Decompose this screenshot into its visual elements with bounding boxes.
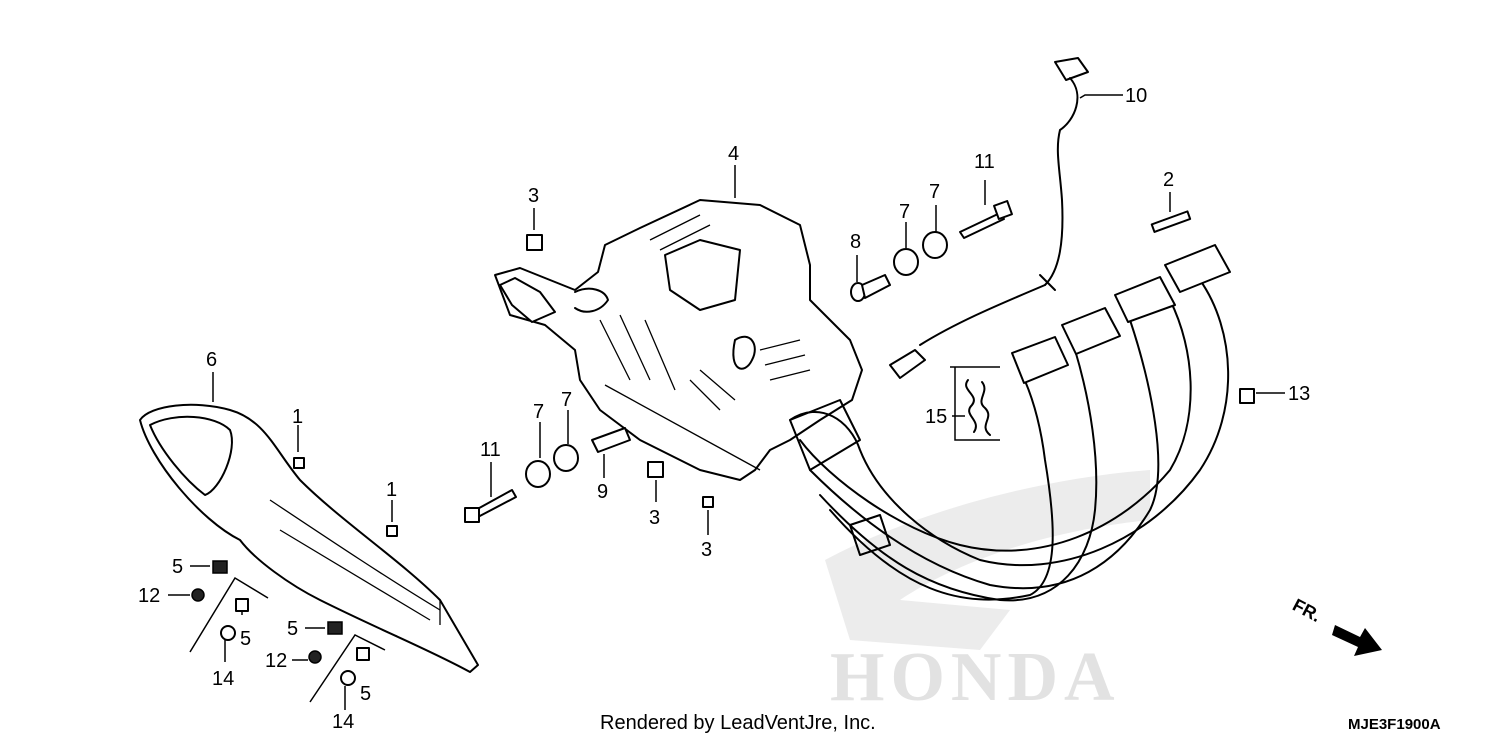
part-12-screw-b <box>308 650 322 664</box>
part-15-clamp <box>965 379 991 436</box>
heat-shield-bracket-line-b <box>309 634 386 703</box>
callout-10: 10 <box>1125 85 1147 107</box>
part-3-nut-low <box>702 496 714 508</box>
part-7-rubber-upper-a <box>922 231 948 259</box>
part-11-bolt-upper-head <box>993 200 1013 220</box>
callout-5-a: 5 <box>172 556 183 578</box>
rendered-by-credit: Rendered by LeadVentJre, Inc. <box>600 712 876 734</box>
callout-3-low: 3 <box>701 539 712 561</box>
callout-5-c: 5 <box>287 618 298 640</box>
part-5-grommet-d <box>356 647 370 661</box>
part-5-grommet-c <box>235 598 249 612</box>
callout-15: 15 <box>925 406 947 428</box>
part-5-grommet-b <box>327 621 343 635</box>
callout-labels: 10 11 7 7 8 2 4 3 6 1 1 13 15 11 7 7 9 3… <box>138 85 1310 733</box>
part-1-clip-a <box>293 457 305 469</box>
callout-1-a: 1 <box>292 406 303 428</box>
honda-watermark-text: HONDA <box>830 639 1121 716</box>
leader-lines <box>168 94 1285 710</box>
part-14-nut-b <box>340 670 356 686</box>
callout-7-upper-b: 7 <box>899 201 910 223</box>
part-muffler-chamber <box>494 199 863 481</box>
part-14-nut-a <box>220 625 236 641</box>
part-7-rubber-upper-b <box>893 248 919 276</box>
callout-8: 8 <box>850 231 861 253</box>
part-9-bolt <box>591 427 631 453</box>
part-exhaust-headers <box>789 244 1231 602</box>
callout-12-b: 12 <box>265 650 287 672</box>
part-2-gasket <box>1150 210 1192 233</box>
callout-7-lower-a: 7 <box>533 401 544 423</box>
honda-watermark: HONDA <box>825 470 1150 716</box>
callout-2: 2 <box>1163 169 1174 191</box>
heat-shield-bracket-line-a <box>189 576 269 653</box>
part-13-clip <box>1239 388 1255 404</box>
diagram-code: MJE3F1900A <box>1348 716 1441 733</box>
honda-wing-logo <box>825 470 1150 650</box>
part-7-rubber-lower-a <box>525 460 551 488</box>
callout-7-lower-b: 7 <box>561 389 572 411</box>
part-12-screw-a <box>191 588 205 602</box>
part-oxygen-sensor <box>889 57 1089 379</box>
part-3-nut-upper <box>526 234 543 251</box>
callout-14-a: 14 <box>212 668 234 690</box>
front-arrow-icon <box>1332 625 1382 656</box>
part-1-clip-b <box>386 525 398 537</box>
callout-3-upper: 3 <box>528 185 539 207</box>
callout-7-upper-a: 7 <box>929 181 940 203</box>
callout-9: 9 <box>597 481 608 503</box>
callout-11-upper: 11 <box>974 151 995 173</box>
callout-14-b: 14 <box>332 711 354 733</box>
part-7-rubber-lower-b <box>553 444 579 472</box>
callout-5-b: 5 <box>240 628 251 650</box>
callout-6: 6 <box>206 349 217 371</box>
callout-3-mid: 3 <box>649 507 660 529</box>
front-direction-indicator: FR. <box>1289 595 1382 656</box>
part-11-bolt-lower-head <box>464 507 480 523</box>
part-3-nut-mid <box>647 461 664 478</box>
part-heat-shield <box>139 403 479 673</box>
hardware-parts <box>189 200 1255 703</box>
callout-12-a: 12 <box>138 585 160 607</box>
callout-5-d: 5 <box>360 683 371 705</box>
callout-1-b: 1 <box>386 479 397 501</box>
callout-11-lower: 11 <box>480 439 501 461</box>
part-11-bolt-upper <box>959 212 1005 239</box>
callout-13: 13 <box>1288 383 1310 405</box>
part-5-grommet-a <box>212 560 228 574</box>
front-label: FR. <box>1289 595 1324 626</box>
callout-4: 4 <box>728 143 739 165</box>
